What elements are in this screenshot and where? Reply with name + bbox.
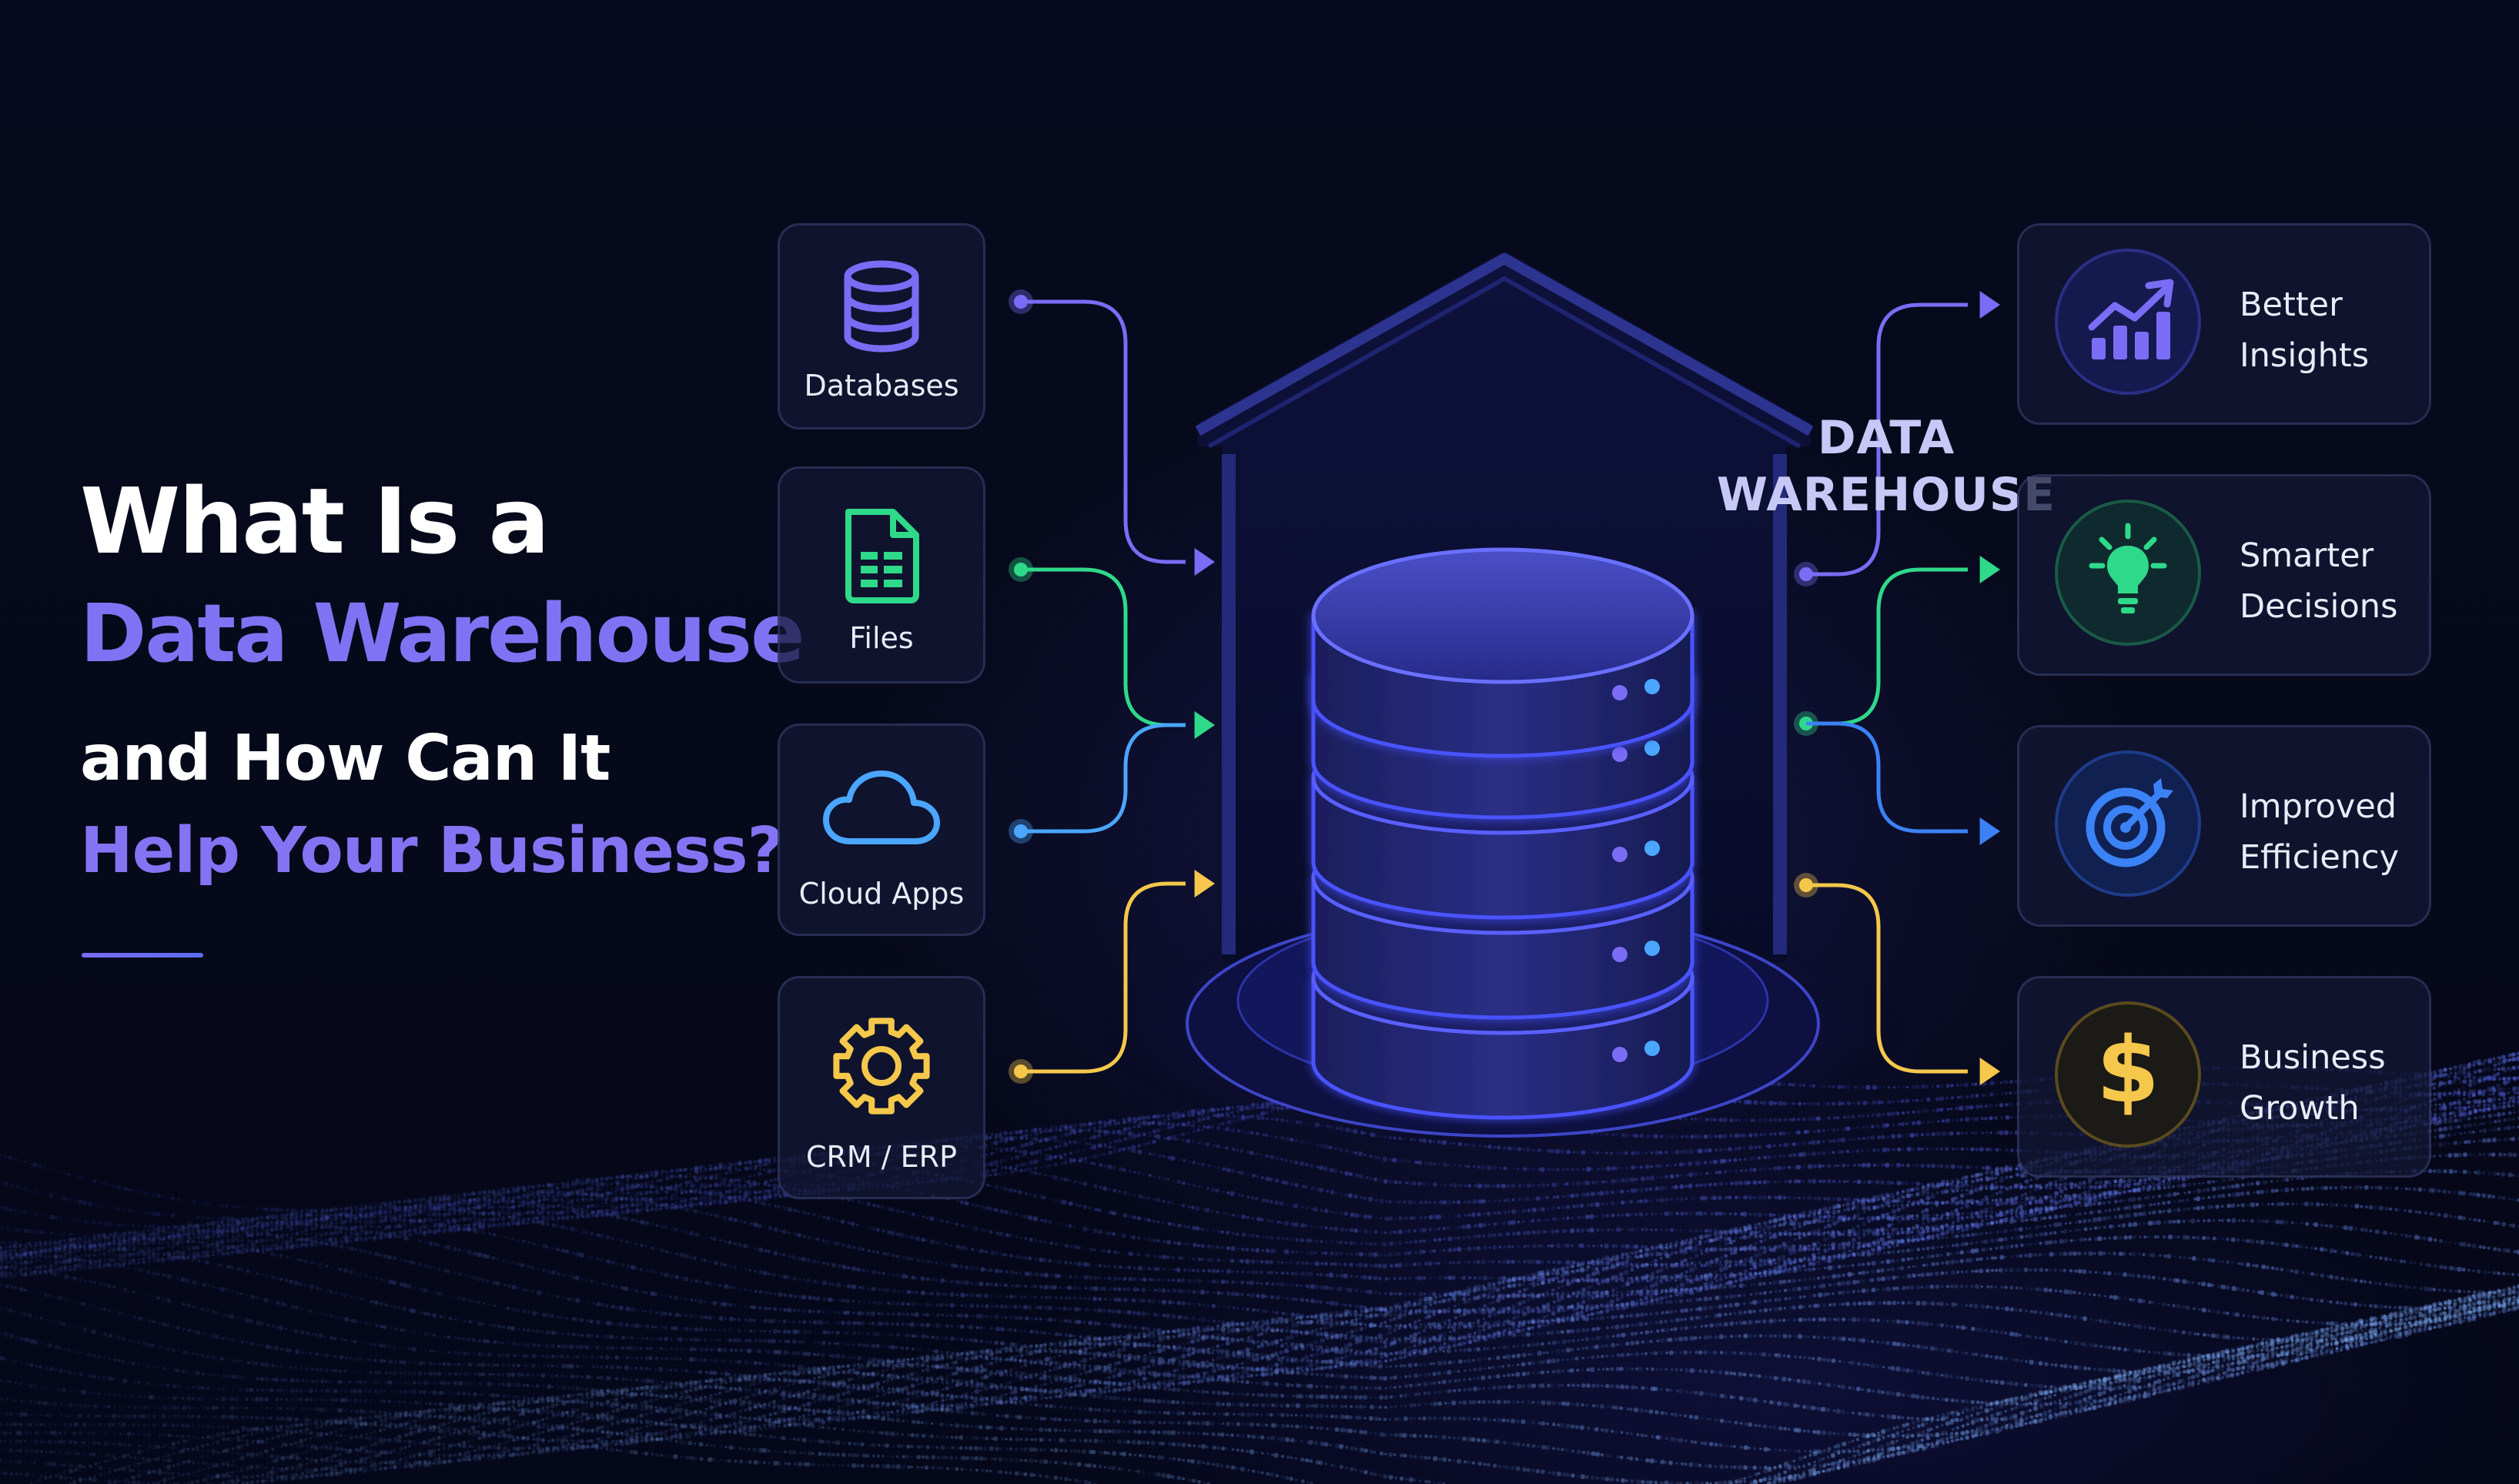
connector-line (1021, 723, 1186, 834)
outcome-label: Improved Efficiency (2240, 781, 2399, 883)
source-card-databases: Databases (778, 223, 985, 429)
connector-line (1806, 567, 1968, 726)
outcome-icon-circle (2055, 750, 2201, 897)
headline-line-1: What Is a (80, 468, 550, 574)
database-top-disk (1311, 547, 1694, 758)
warehouse-title: DATA WAREHOUSE (1309, 409, 2464, 523)
outcome-label-line-2: Insights (2240, 336, 2370, 375)
arrow-head (1979, 817, 2000, 845)
source-label: CRM / ERP (805, 1140, 957, 1174)
target-icon (2086, 778, 2173, 867)
headline-underline (82, 953, 203, 958)
outcome-card-smarter-decisions: Smarter Decisions (2017, 474, 2431, 676)
outcome-label-line-2: Growth (2240, 1089, 2360, 1128)
database-icon (844, 260, 919, 353)
connector-line (1021, 881, 1186, 1074)
connector-line (1021, 567, 1186, 727)
headline-line-4: Help Your Business? (80, 814, 784, 887)
file-spreadsheet-icon (845, 509, 919, 603)
source-card-files: Files (778, 466, 985, 684)
outcome-card-business-growth: $ Business Growth (2017, 976, 2431, 1178)
arrow-head (1194, 870, 1215, 897)
outcome-label-line-1: Better (2240, 286, 2343, 324)
status-led (1612, 947, 1627, 962)
source-label: Databases (804, 369, 959, 403)
outcome-icon-circle: $ (2055, 1001, 2201, 1148)
outcome-card-better-insights: Better Insights (2017, 223, 2431, 425)
connector-dot (1014, 563, 1028, 577)
source-label: Cloud Apps (798, 877, 965, 911)
outcome-card-improved-efficiency: Improved Efficiency (2017, 725, 2431, 927)
connector-dot (1799, 567, 1813, 581)
status-led (1612, 685, 1627, 700)
connector-line (1806, 883, 1968, 1074)
dollar-icon: $ (2096, 1017, 2159, 1123)
warehouse-title-line-2: WAREHOUSE (1716, 468, 2056, 522)
status-led (1612, 1047, 1627, 1062)
growth-chart-icon (2088, 279, 2174, 359)
outcome-icon-circle (2055, 249, 2201, 395)
source-card-cloud-apps: Cloud Apps (778, 724, 985, 936)
connector-line (1021, 299, 1186, 564)
database-stack (1311, 547, 1694, 1120)
outcome-label-line-2: Efficiency (2240, 838, 2400, 877)
outcome-label-line-1: Improved (2240, 787, 2397, 826)
outcome-label-line-1: Business (2240, 1038, 2386, 1077)
arrow-head (1979, 291, 2000, 319)
connector-dot (1014, 824, 1028, 838)
connector-line (1806, 721, 1968, 834)
connector-dot (1799, 878, 1813, 892)
outcome-label-line-2: Decisions (2240, 587, 2398, 626)
arrow-head (1979, 556, 2000, 583)
arrow-head (1194, 711, 1215, 739)
arrow-head (1979, 1058, 2000, 1085)
source-label: Files (849, 621, 914, 655)
connector-dot (1014, 295, 1028, 309)
connector-dot (1014, 1065, 1028, 1078)
status-led (1644, 1041, 1660, 1056)
outcome-label-line-1: Smarter (2240, 536, 2374, 575)
status-led (1612, 847, 1627, 862)
status-led (1644, 941, 1660, 956)
status-led (1644, 740, 1660, 756)
outcome-icon-circle (2055, 500, 2201, 646)
outcome-label: Better Insights (2240, 279, 2369, 381)
outcome-label: Smarter Decisions (2240, 530, 2397, 632)
gear-icon (833, 1018, 930, 1115)
outcome-label: Business Growth (2240, 1032, 2386, 1134)
cloud-icon (823, 770, 940, 844)
headline-line-2: Data Warehouse (80, 587, 805, 680)
lightbulb-icon (2089, 523, 2167, 613)
connector-line (1806, 302, 1968, 577)
headline-line-3: and How Can It (80, 722, 611, 795)
status-led (1644, 841, 1660, 856)
flow-connectors (1009, 289, 2000, 1085)
status-led (1612, 747, 1627, 762)
svg-text:$: $ (2096, 1017, 2159, 1123)
status-led (1644, 679, 1660, 694)
warehouse-title-line-1: DATA (1817, 411, 1955, 465)
source-card-crm-erp: CRM / ERP (778, 976, 985, 1199)
arrow-head (1194, 548, 1215, 576)
